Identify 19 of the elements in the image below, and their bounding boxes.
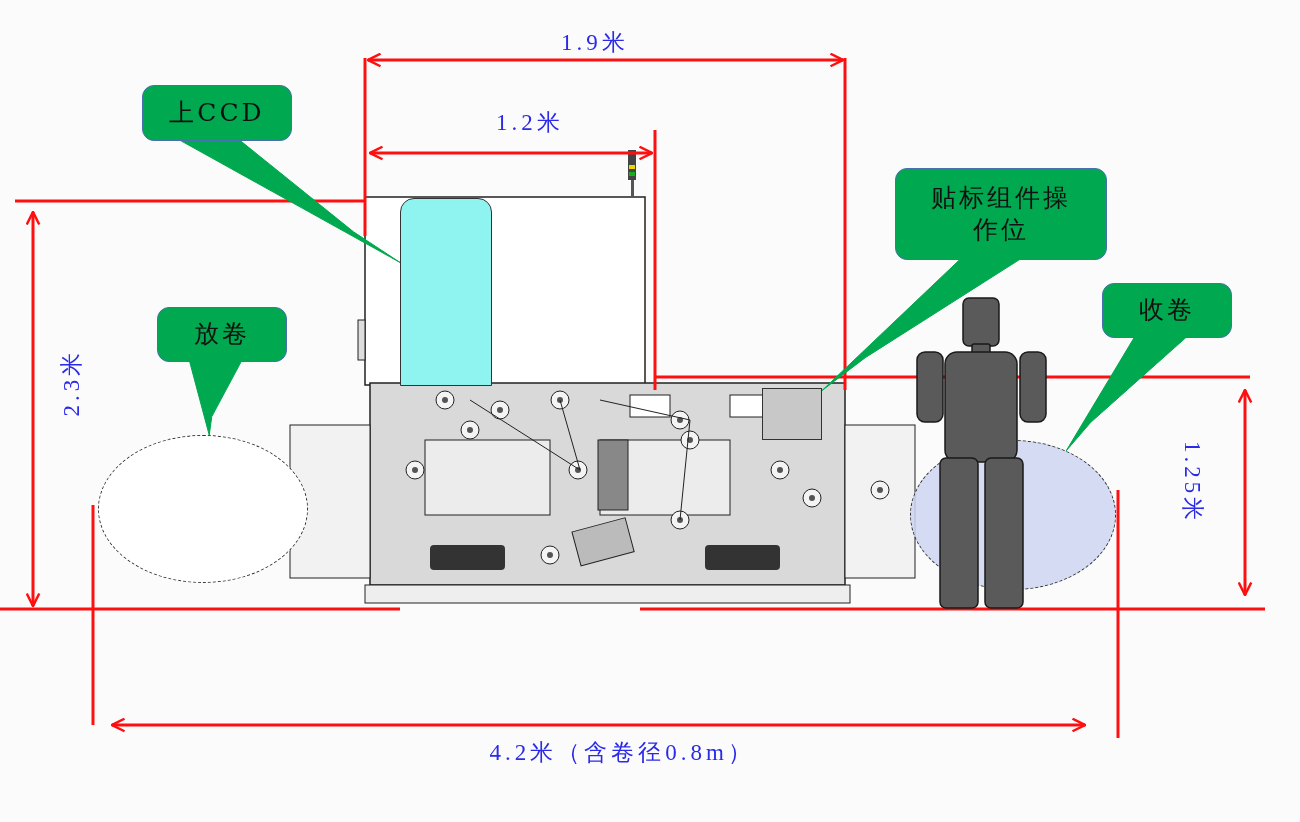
callout-text: 收卷 (1139, 294, 1195, 327)
dimension-label: 2.3米 (58, 348, 86, 416)
callout-pointer (821, 258, 1021, 392)
callout-pointer (179, 139, 401, 263)
callout-box (1102, 283, 1232, 338)
dimension-label: 1.2米 (496, 108, 564, 137)
callout-box (157, 307, 287, 362)
callout-text: 放卷 (194, 318, 250, 351)
dimension-label: 4.2米（含卷径0.8m） (489, 738, 755, 767)
callout-pointer (1065, 336, 1187, 452)
callout-pointer (189, 360, 242, 436)
dimension-label: 1.25米 (1178, 440, 1206, 524)
ccd-panel (400, 198, 492, 386)
callout-text: 上CCD (169, 96, 265, 129)
callout-text: 贴标组件操作位 (930, 181, 1072, 246)
labelling-module (762, 388, 822, 440)
callout-box (142, 85, 292, 141)
callout-box (895, 168, 1107, 260)
dimension-label: 1.9米 (561, 28, 629, 57)
